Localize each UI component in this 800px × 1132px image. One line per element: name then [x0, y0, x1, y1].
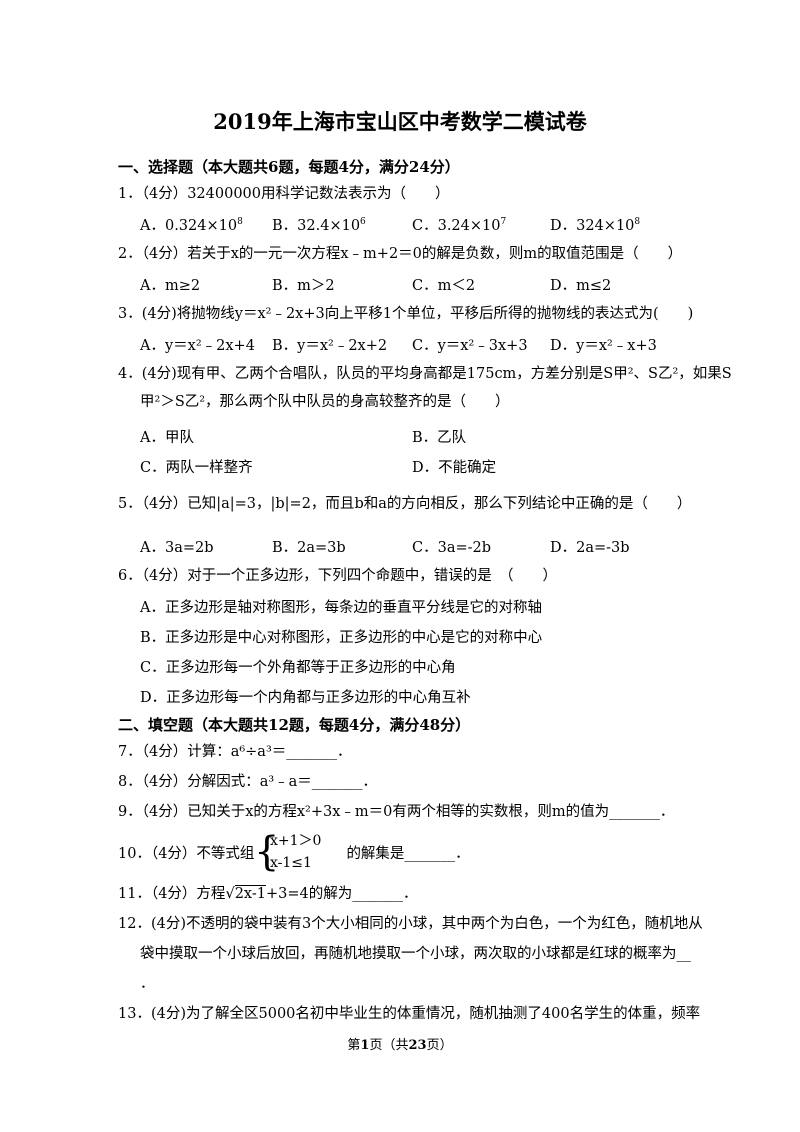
section-heading-fill-in: 二、填空题（本大题共12题，每题4分，满分48分） [118, 716, 471, 734]
q5-option-a: A．3a=2b [140, 540, 214, 556]
page-footer: 第1页（共23页） [347, 1038, 453, 1053]
question-2-stem: 2．（4分）若关于x的一元一次方程x﹣m+2＝0的解是负数，则m的取值范围是（ … [118, 246, 683, 262]
radical-sign-icon: √ [225, 886, 235, 902]
q5-option-c: C．3a=-2b [412, 540, 492, 556]
inequality-2: x-1≤1 [270, 855, 312, 871]
q4-option-b: B．乙队 [412, 430, 467, 446]
question-13-line-1: 13．(4分)为了解全区5000名初中毕业生的体重情况，随机抽测了400名学生的… [118, 1006, 701, 1022]
q4-option-c: C．两队一样整齐 [140, 460, 253, 476]
q1-option-d: D．324×108 [550, 217, 641, 234]
question-12-line-2: 袋中摸取一个小球后放回，再随机地摸取一个小球，两次取的小球都是红球的概率为__ [140, 946, 691, 962]
question-11: 11．（4分）方程√2x-1+3=4的解为_______． [118, 885, 418, 902]
question-8: 8．（4分）分解因式：a³﹣a＝_______． [118, 774, 378, 790]
brace-icon: { [254, 829, 280, 875]
page-title: 2019年上海市宝山区中考数学二模试卷 [213, 109, 587, 134]
question-5-stem: 5．（4分）已知|a|=3，|b|=2，而且b和a的方向相反，那么下列结论中正确… [118, 496, 692, 512]
q2-option-d: D．m≤2 [550, 278, 612, 294]
question-4-line-1: 4．(4分)现有甲、乙两个合唱队，队员的平均身高都是175cm，方差分别是S甲²… [118, 366, 732, 382]
question-9: 9．（4分）已知关于x的方程x²+3x﹣m＝0有两个相等的实数根，则m的值为__… [118, 804, 675, 820]
section-heading-choice: 一、选择题（本大题共6题，每题4分，满分24分） [118, 158, 460, 176]
question-10: 10．（4分）不等式组的解集是_______． [118, 846, 470, 862]
question-12-line-1: 12．(4分)不透明的袋中装有3个大小相同的小球，其中两个为白色，一个为红色，随… [118, 916, 703, 932]
q1-option-b: B．32.4×106 [272, 217, 366, 234]
q6-option-c: C．正多边形每一个外角都等于正多边形的中心角 [140, 660, 456, 676]
q5-option-b: B．2a=3b [272, 540, 346, 556]
question-3-stem: 3．(4分)将抛物线y＝x²﹣2x+3向上平移1个单位，平移后所得的抛物线的表达… [118, 306, 694, 322]
q3-option-d: D．y＝x²﹣x+3 [550, 338, 657, 354]
question-12-line-3: ． [140, 976, 155, 992]
q6-option-b: B．正多边形是中心对称图形，正多边形的中心是它的对称中心 [140, 630, 543, 646]
q1-option-c: C．3.24×107 [412, 217, 507, 234]
q2-option-c: C．m＜2 [412, 278, 476, 294]
q3-option-b: B．y＝x²﹣2x+2 [272, 338, 388, 354]
inequality-1: x+1＞0 [270, 833, 322, 849]
q3-option-c: C．y＝x²﹣3x+3 [412, 338, 528, 354]
q6-option-d: D．正多边形每一个内角都与正多边形的中心角互补 [140, 690, 471, 706]
q1-option-a: A．0.324×108 [140, 217, 243, 234]
q3-option-a: A．y＝x²﹣2x+4 [140, 338, 255, 354]
question-7: 7．（4分）计算：a⁶÷a³＝_______． [118, 744, 352, 760]
q2-option-a: A．m≥2 [140, 278, 201, 294]
q4-option-a: A．甲队 [140, 430, 194, 446]
q6-option-a: A．正多边形是轴对称图形，每条边的垂直平分线是它的对称轴 [140, 600, 542, 616]
q5-option-d: D．2a=-3b [550, 540, 630, 556]
question-1-stem: 1．（4分）32400000用科学记数法表示为（ ） [118, 186, 450, 202]
q4-option-d: D．不能确定 [412, 460, 497, 476]
q2-option-b: B．m＞2 [272, 278, 335, 294]
question-4-line-2: 甲²＞S乙²，那么两个队中队员的身高较整齐的是（ ） [140, 394, 510, 410]
question-6-stem: 6．（4分）对于一个正多边形，下列四个命题中，错误的是 （ ） [118, 568, 557, 584]
